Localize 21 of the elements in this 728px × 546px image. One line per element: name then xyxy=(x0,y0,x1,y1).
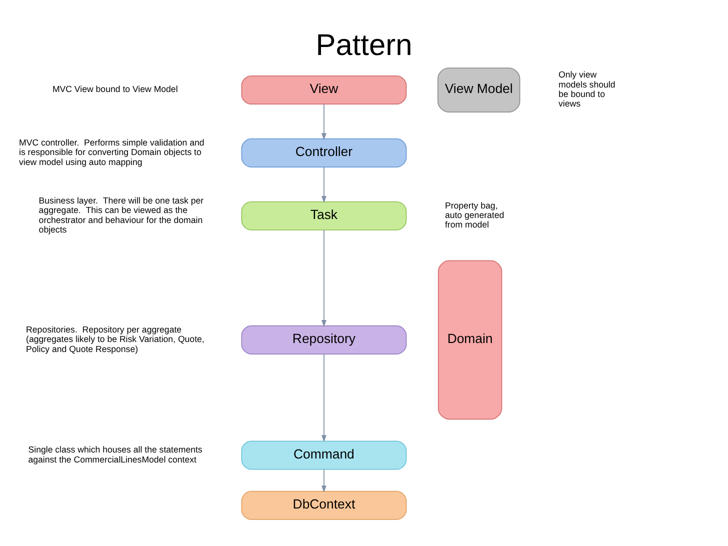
node-box: View Model xyxy=(437,67,520,112)
node-box: Controller xyxy=(241,138,407,167)
diagram-title: Pattern xyxy=(316,28,412,62)
node-box: View xyxy=(241,74,407,104)
label: Repositories. Repository per aggregate (aggregates likely to be Risk Variation, Quote, Policy and Quote Response) xyxy=(26,324,204,354)
arrow xyxy=(322,229,326,327)
node-box: Repository xyxy=(241,324,407,354)
label: MVC View bound to View Model xyxy=(52,84,178,94)
arrow xyxy=(322,353,326,442)
node-box: Task xyxy=(241,200,407,230)
node-box: Domain xyxy=(438,260,502,420)
arrow xyxy=(322,166,326,203)
arrow xyxy=(322,468,326,492)
label: Single class which houses all the statements against the CommercialLinesModel context xyxy=(28,444,202,464)
label: MVC controller. Performs simple validation and is responsible for converting Domain objects to view model using auto mapping xyxy=(19,136,204,166)
label: Only view models should be bound to views xyxy=(558,69,616,108)
label: Business layer. There will be one task per aggregate. This can be viewed as the orchestrator and behaviour for the domain objects xyxy=(38,195,204,234)
node-box: DbContext xyxy=(241,490,407,520)
arrow xyxy=(322,103,326,140)
node-box: Command xyxy=(241,440,407,470)
label: Property bag, auto generated from model xyxy=(444,200,504,230)
